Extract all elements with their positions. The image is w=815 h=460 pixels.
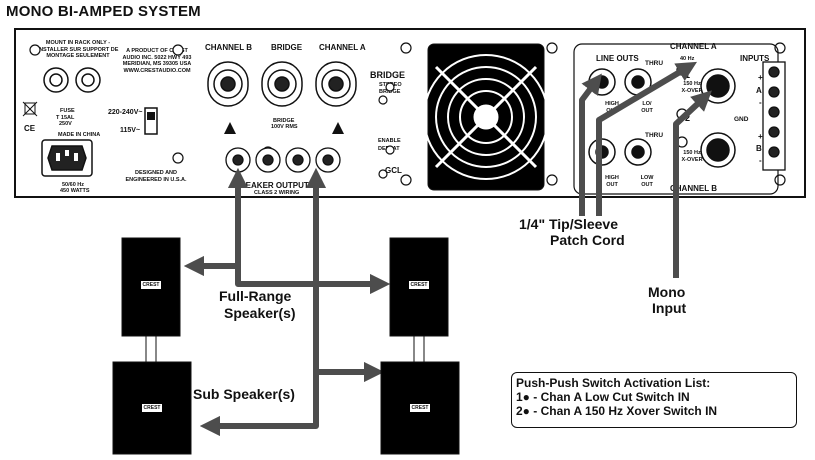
made-in: MADE IN CHINA (58, 132, 101, 138)
diagram-title: MONO BI-AMPED SYSTEM (6, 3, 201, 20)
panel-switches (385, 82, 395, 155)
voltage-high: 220-240V~ (108, 109, 143, 116)
power-watts: 450 WATTS (60, 188, 90, 194)
power-rating: 50/60 Hz (62, 182, 85, 188)
mono-input-label-line2: Input (652, 300, 687, 316)
xlr-inputs (700, 68, 736, 168)
bridge-label: BRIDGE (271, 43, 303, 52)
voltage-selector (144, 107, 158, 135)
bridge-sub-label: BRIDGE (273, 118, 295, 124)
enable-option: ENABLE (378, 138, 401, 144)
terminal-a-plus: + (758, 73, 763, 82)
terminal-b-plus: + (758, 132, 763, 141)
num-2-marker: 2 (685, 113, 691, 123)
full-range-speaker-right (389, 237, 449, 365)
speakon-connectors (207, 61, 357, 107)
terminal-a-minus: - (759, 98, 762, 107)
legend-title: Push-Push Switch Activation List: (516, 376, 711, 390)
thru-a-label: THRU (645, 60, 664, 67)
rack-screws (29, 42, 786, 186)
speaker-badge-1: CREST AUDIO (140, 280, 162, 290)
warning-icons (224, 122, 344, 134)
bridge-option: BRIDGE (379, 89, 401, 95)
designed-note: DESIGNED AND ENGINEERED IN U.S.A. (125, 170, 187, 183)
hz40-label: 40 Hz (680, 56, 695, 62)
gcl-label: GCL (385, 166, 402, 175)
fuse-voltage: 250V (59, 121, 72, 127)
gnd-label: GND (734, 116, 749, 123)
speaker-badge-4: CREST AUDIO (409, 403, 431, 413)
legend-item-2: 2● - Chan A 150 Hz Xover Switch IN (516, 404, 718, 418)
fuse-label: FUSE (60, 108, 75, 114)
bridge-rms: 100V RMS (271, 124, 298, 130)
power-inlet (41, 139, 93, 177)
class-wiring: CLASS 2 WIRING (254, 190, 300, 196)
speaker-badge-3: CREST AUDIO (141, 403, 163, 413)
full-range-label-line1: Full-Range (219, 288, 292, 304)
switch-activation-legend: Push-Push Switch Activation List: 1● - C… (511, 372, 797, 428)
fuse-rating: T 15AL (56, 115, 75, 121)
ce-mark: CE (24, 124, 36, 133)
line-outs-label: LINE OUTS (596, 54, 639, 63)
channel-a-label: CHANNEL A (319, 43, 366, 52)
maker-note: A PRODUCT OF CREST AUDIO INC. 5022 HWY 4… (122, 48, 192, 74)
channel-a-right-label: CHANNEL A (670, 42, 717, 51)
full-range-label-line2: Speaker(s) (224, 305, 296, 321)
inputs-label: INPUTS (740, 54, 770, 63)
binding-posts (225, 147, 341, 173)
mono-input-label-line1: Mono (648, 284, 686, 300)
sub-speaker-label: Sub Speaker(s) (193, 386, 295, 402)
patch-cord-label-line2: Patch Cord (550, 232, 625, 248)
terminal-a-label: A (756, 86, 762, 95)
terminal-strip (762, 61, 786, 171)
speaker-outputs-label: SPEAKER OUTPUTS (235, 181, 315, 190)
speaker-badge-2: CREST AUDIO (408, 280, 430, 290)
terminal-b-label: B (756, 144, 762, 153)
mount-note: MOUNT IN RACK ONLY - INSTALLER SUR SUPPO… (37, 40, 119, 59)
channel-b-right-label: CHANNEL B (670, 184, 717, 193)
terminal-b-minus: - (759, 156, 762, 165)
full-range-speaker-left (121, 237, 181, 365)
bridge-switch-label: BRIDGE (370, 70, 406, 80)
fuse-holders (43, 67, 101, 93)
trash-bin-icon (22, 101, 38, 117)
high-out-b-label: HIGH OUT (605, 175, 619, 188)
low-out-b-label: LOW OUT (640, 175, 654, 188)
speaker-cables (183, 61, 712, 437)
thru-b-label: THRU (645, 132, 664, 139)
hz150-b-label: 150 Hz X-OVER (681, 150, 703, 163)
lo-out-a-label: LO/ OUT (641, 101, 653, 114)
legend-item-1: 1● - Chan A Low Cut Switch IN (516, 390, 690, 404)
voltage-low: 115V~ (120, 127, 141, 134)
channel-b-label: CHANNEL B (205, 43, 252, 52)
cooling-fan (423, 43, 549, 191)
patch-cord-label-line1: 1/4" Tip/Sleeve (519, 216, 618, 232)
